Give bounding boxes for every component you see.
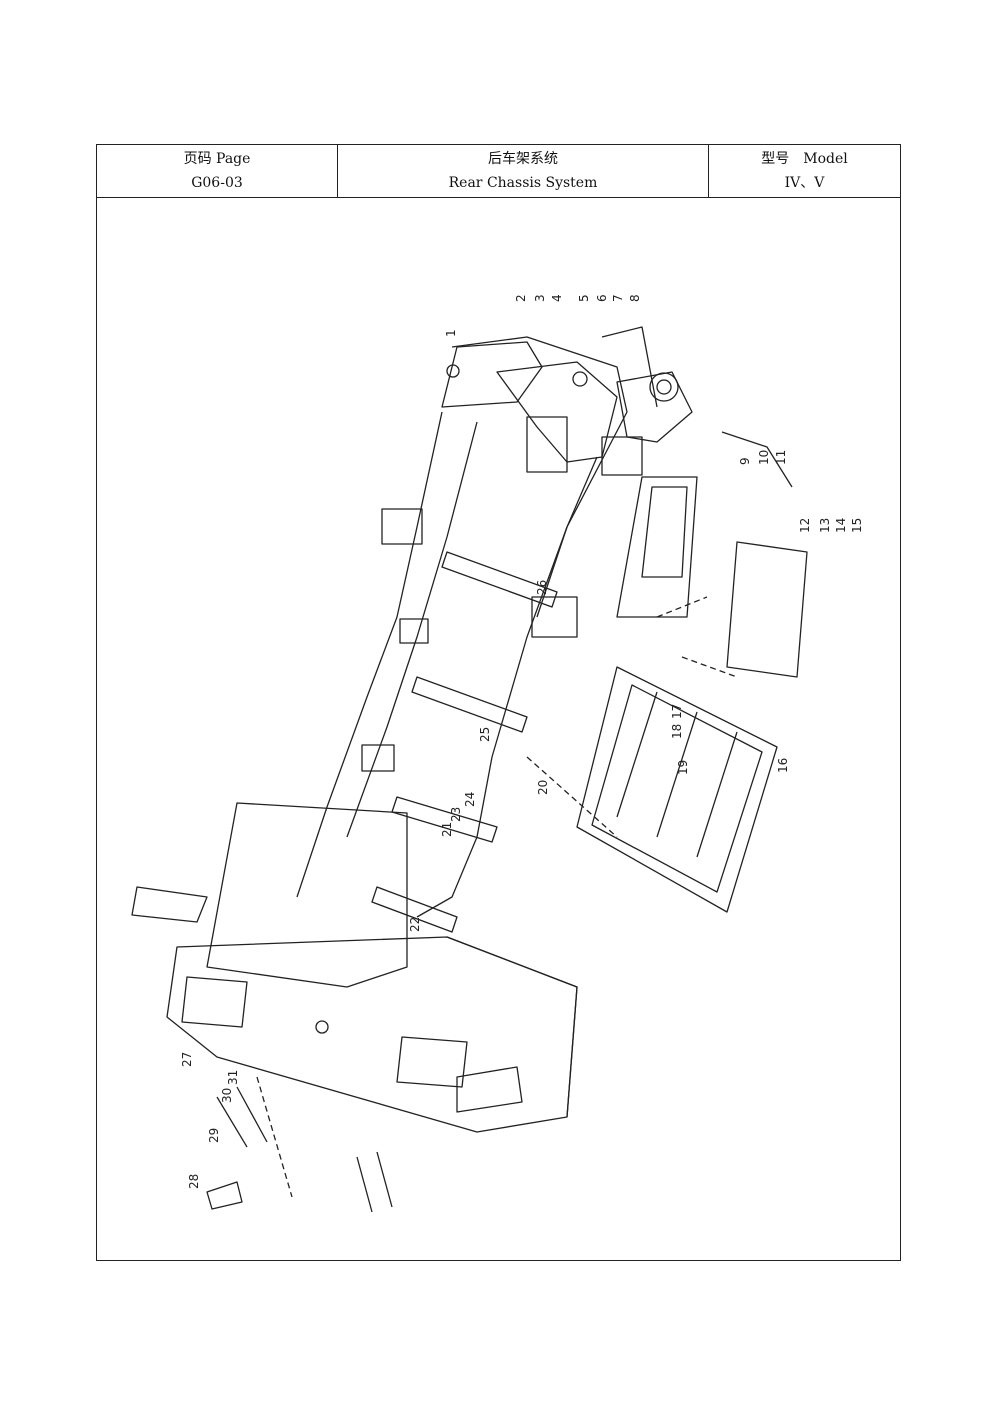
exploded-view-drawing: 1 2 3 4 5 6 7 8 9 10 11 12 13 14 15 16 1… [97, 197, 900, 1260]
header-table: 页码 Page G06-03 后车架系统 Rear Chassis System… [97, 145, 900, 198]
callout-7: 7 [611, 294, 625, 302]
callout-6: 6 [595, 294, 609, 302]
callout-27: 27 [180, 1052, 194, 1067]
callout-10: 10 [757, 450, 771, 465]
page-label: 页码 Page [183, 151, 251, 167]
exploded-view-svg: 1 2 3 4 5 6 7 8 9 10 11 12 13 14 15 16 1… [131, 294, 864, 1213]
page-cell: 页码 Page G06-03 [97, 145, 338, 197]
model-label: 型号 Model [761, 151, 848, 167]
callout-4: 4 [550, 294, 564, 302]
parts-sheet: 页码 Page G06-03 后车架系统 Rear Chassis System… [96, 144, 901, 1261]
callout-15: 15 [850, 518, 864, 533]
callout-29: 29 [207, 1128, 221, 1143]
callout-23: 23 [449, 807, 463, 822]
callout-20: 20 [536, 780, 550, 795]
callout-11: 11 [774, 450, 788, 465]
callout-5: 5 [577, 294, 591, 302]
model-cell: 型号 Model IV、V [709, 145, 900, 197]
callout-14: 14 [834, 518, 848, 533]
model-value: IV、V [784, 175, 825, 191]
callout-18: 18 [670, 724, 684, 739]
title-en: Rear Chassis System [448, 175, 598, 191]
chassis-frame-lines [131, 326, 808, 1213]
title-cn: 后车架系统 [488, 151, 558, 167]
part-callouts: 1 2 3 4 5 6 7 8 9 10 11 12 13 14 15 16 1… [180, 294, 864, 1189]
callout-1: 1 [444, 329, 458, 337]
callout-22: 22 [408, 917, 422, 932]
callout-2: 2 [514, 294, 528, 302]
callout-12: 12 [798, 518, 812, 533]
callout-19: 19 [676, 760, 690, 775]
callout-31: 31 [226, 1070, 240, 1085]
callout-16: 16 [776, 758, 790, 773]
callout-30: 30 [220, 1088, 234, 1103]
title-cell: 后车架系统 Rear Chassis System [338, 145, 709, 197]
callout-17: 17 [670, 704, 684, 719]
callout-21: 21 [440, 822, 454, 837]
callout-25: 25 [478, 727, 492, 742]
callout-9: 9 [738, 457, 752, 465]
callout-26: 26 [535, 580, 549, 595]
callout-13: 13 [818, 518, 832, 533]
callout-3: 3 [533, 294, 547, 302]
callout-8: 8 [628, 294, 642, 302]
page-number: G06-03 [191, 175, 243, 191]
callout-24: 24 [463, 792, 477, 807]
callout-28: 28 [187, 1174, 201, 1189]
